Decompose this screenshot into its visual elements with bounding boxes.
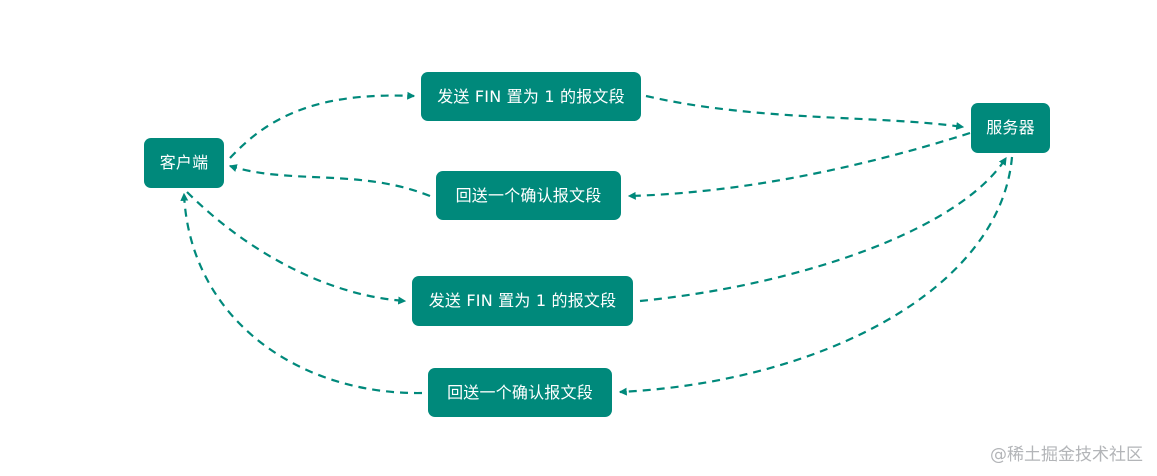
edge-msg2-to-client xyxy=(228,164,431,198)
edge-msg3-to-server xyxy=(639,156,1007,303)
edge-server-to-msg2 xyxy=(627,131,971,200)
ack-node-1: 回送一个确认报文段 xyxy=(436,171,621,220)
server-node: 服务器 xyxy=(971,103,1050,153)
watermark-text: @稀土掘金技术社区 xyxy=(990,445,1143,465)
edge-msg1-to-server xyxy=(645,94,965,130)
edge-client-to-msg1 xyxy=(229,91,416,159)
send-fin-node-2: 发送 FIN 置为 1 的报文段 xyxy=(412,276,633,326)
edge-server-to-msg4 xyxy=(618,156,1014,396)
send-fin-node-1: 发送 FIN 置为 1 的报文段 xyxy=(421,72,641,121)
client-node: 客户端 xyxy=(144,138,224,188)
edge-msg4-to-client xyxy=(180,192,423,395)
edge-client-to-msg3 xyxy=(186,191,407,305)
ack-node-2: 回送一个确认报文段 xyxy=(428,368,612,417)
